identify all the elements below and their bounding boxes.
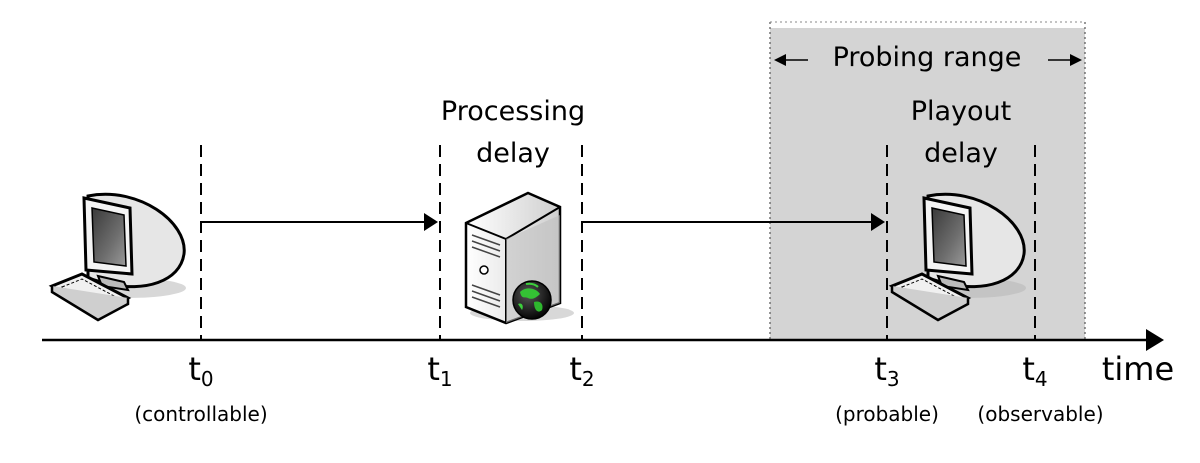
note-controllable: (controllable) <box>134 402 268 426</box>
playout-delay-label-line1: Playout <box>910 96 1012 127</box>
probing-range-arrow-right <box>1048 54 1082 66</box>
tick-label-t0: t0 <box>188 350 214 391</box>
server-tower-icon <box>464 191 574 325</box>
note-observable: (observable) <box>977 402 1104 426</box>
arrow-t0-to-t1 <box>201 213 438 231</box>
processing-delay-label-line2: delay <box>476 138 550 169</box>
probing-range-arrow-left <box>774 54 808 66</box>
playout-delay-label-line2: delay <box>924 138 998 169</box>
tick-label-t3: t3 <box>874 350 900 391</box>
tick-label-t2: t2 <box>569 350 595 391</box>
tick-label-t4: t4 <box>1022 350 1048 391</box>
desktop-computer-icon <box>48 192 186 322</box>
time-axis <box>42 329 1164 351</box>
note-probable: (probable) <box>835 402 939 426</box>
desktop-computer-icon-receiver <box>888 192 1026 322</box>
probing-range-label: Probing range <box>832 42 1022 73</box>
globe-icon <box>512 280 552 320</box>
arrow-t2-to-t3 <box>582 213 885 231</box>
tick-label-t1: t1 <box>427 350 453 391</box>
processing-delay-label-line1: Processing <box>440 96 586 127</box>
axis-label-time: time <box>1101 350 1175 388</box>
